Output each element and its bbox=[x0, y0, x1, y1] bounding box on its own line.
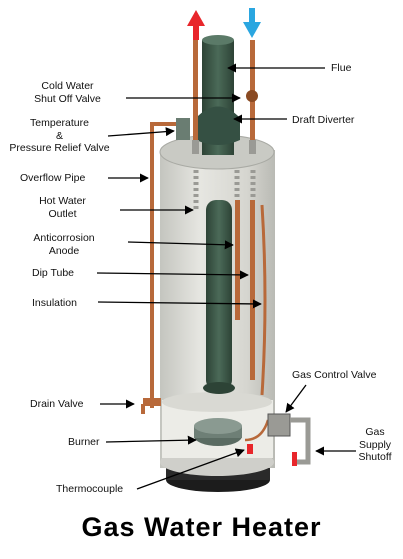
tank-nipple-cold bbox=[249, 140, 256, 154]
gas-control-valve-box bbox=[267, 413, 291, 437]
leader-anode bbox=[127, 240, 234, 250]
hot-water-pipe-top bbox=[193, 40, 198, 152]
tp-valve bbox=[176, 118, 190, 140]
leader-thermocouple bbox=[136, 448, 245, 490]
label-insulation: Insulation bbox=[32, 297, 77, 309]
insulation-edge bbox=[260, 204, 267, 396]
hot-out-arrow-icon bbox=[187, 10, 205, 40]
leader-dip-tube bbox=[96, 270, 249, 280]
flue-base bbox=[203, 382, 235, 394]
label-gas-control-valve: Gas Control Valve bbox=[292, 369, 377, 381]
thermocouple-tube bbox=[244, 419, 270, 442]
leader-tp-valve bbox=[107, 127, 175, 137]
anode-rod bbox=[235, 200, 240, 320]
leader-gas-control bbox=[285, 384, 307, 413]
gas-supply-line bbox=[290, 417, 311, 465]
cold-water-valve bbox=[246, 90, 258, 102]
label-burner: Burner bbox=[68, 436, 100, 448]
draft-diverter-hood bbox=[196, 106, 240, 145]
label-thermocouple: Thermocouple bbox=[56, 483, 124, 495]
label-temp-pressure-valve: Temperature & Pressure Relief Valve bbox=[9, 117, 110, 154]
drain-valve bbox=[143, 398, 161, 406]
flue-top bbox=[202, 35, 234, 45]
label-cold-water-shutoff: Cold Water Shut Off Valve bbox=[34, 80, 101, 105]
overflow-pipe bbox=[150, 122, 176, 408]
burner-top bbox=[194, 418, 242, 434]
diagram-title: Gas Water Heater bbox=[81, 512, 322, 542]
gas-shutoff-handle bbox=[292, 452, 297, 466]
dip-tube bbox=[250, 200, 255, 380]
label-drain-valve: Drain Valve bbox=[30, 398, 84, 410]
tank-nipple-hot bbox=[192, 140, 199, 154]
flue-tube-inside bbox=[206, 200, 232, 390]
label-hot-water-outlet: Hot Water Outlet bbox=[39, 195, 86, 220]
burner-chamber-top bbox=[162, 392, 272, 412]
label-overflow-pipe: Overflow Pipe bbox=[20, 172, 86, 184]
leader-burner bbox=[105, 435, 197, 445]
cold-in-arrow-icon bbox=[243, 8, 261, 38]
label-gas-supply-shutoff: Gas Supply Shutoff bbox=[358, 426, 392, 463]
leader-insulation bbox=[97, 299, 262, 309]
label-draft-diverter: Draft Diverter bbox=[292, 114, 355, 126]
label-dip-tube: Dip Tube bbox=[32, 267, 75, 279]
label-flue: Flue bbox=[331, 62, 352, 74]
label-anticorrosion-anode: Anticorrosion Anode bbox=[33, 232, 95, 257]
thermocouple-red bbox=[247, 444, 253, 454]
